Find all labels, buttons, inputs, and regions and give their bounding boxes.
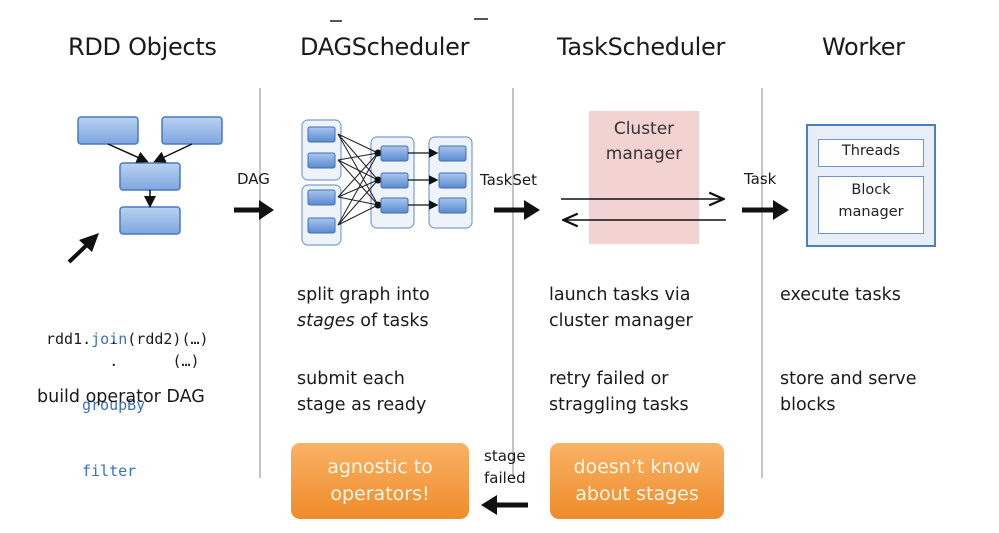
- stage-failed-line1: stage: [484, 447, 526, 465]
- stage-failed-line2: failed: [484, 469, 526, 487]
- badge-line: operators!: [330, 483, 430, 505]
- badge-line: doesn’t know: [573, 456, 701, 478]
- cluster-manager-label-line1: Cluster: [613, 119, 675, 139]
- dag-description-split: split graph into stages of tasks: [297, 282, 430, 334]
- code-text: rdd1.: [46, 330, 92, 348]
- column-title-worker: Worker: [822, 33, 905, 61]
- dag-description-submit: submit each stage as ready: [297, 366, 426, 418]
- badge-line: agnostic to: [327, 456, 433, 478]
- rdd-graph: [77, 116, 223, 235]
- cluster-manager-label-line2: manager: [605, 144, 683, 164]
- code-text: (…): [172, 352, 200, 370]
- task-desc-line: straggling tasks: [549, 395, 689, 415]
- pointer-arrow: [67, 233, 99, 264]
- dag-desc-line: split graph into: [297, 285, 430, 305]
- rdd-description: build operator DAG: [37, 387, 205, 407]
- dag-desc-line: stage as ready: [297, 395, 427, 415]
- doesnt-know-badge: doesn’t know about stages: [550, 443, 724, 519]
- code-text: (rdd2): [127, 330, 182, 348]
- code-line: rdd1.join(rdd2): [46, 328, 181, 350]
- column-title-rdd-objects: RDD Objects: [68, 33, 217, 61]
- task-node: [438, 172, 467, 189]
- top-mark: [330, 20, 342, 22]
- dag-desc-rest: of tasks: [354, 311, 429, 331]
- column-title-taskscheduler: TaskScheduler: [557, 33, 726, 61]
- column-title-dagscheduler: DAGScheduler: [300, 33, 470, 61]
- task-desc-line: launch tasks via: [549, 285, 691, 305]
- worker-description-store: store and serve blocks: [780, 366, 917, 418]
- task-desc-line: cluster manager: [549, 311, 693, 331]
- code-text: (…): [181, 330, 209, 348]
- task-node: [307, 217, 336, 234]
- top-mark: [474, 18, 488, 20]
- dag-arrow-label: DAG: [237, 170, 270, 188]
- task-node: [438, 197, 467, 214]
- threads-box: Threads: [818, 139, 924, 167]
- task-node: [438, 145, 467, 162]
- block-manager-box: Block manager: [818, 176, 924, 234]
- code-line-2-parts: .groupBy(…): [46, 306, 209, 372]
- code-line: groupBy: [46, 394, 181, 416]
- agnostic-badge: agnostic to operators!: [291, 443, 469, 519]
- code-text: .: [82, 352, 119, 370]
- worker-box: Threads Block manager: [806, 124, 936, 247]
- rdd-code-snippet: rdd1.join(rdd2) groupBy filter: [46, 284, 181, 526]
- threads-label: Threads: [841, 143, 901, 159]
- task-desc-line: retry failed or: [549, 369, 669, 389]
- stage-failed-arrow: [481, 495, 528, 515]
- dag-arrow: [234, 200, 274, 220]
- column-divider: [259, 88, 261, 478]
- dag-desc-line: submit each: [297, 369, 405, 389]
- column-divider: [761, 88, 763, 478]
- dag-desc-line: stages of tasks: [297, 308, 430, 334]
- badge-line: about stages: [575, 483, 699, 505]
- code-keyword: groupBy: [82, 396, 146, 414]
- task-node: [307, 152, 336, 169]
- worker-desc-line: blocks: [780, 395, 836, 415]
- code-line-3-parts: .filter(…): [46, 328, 200, 394]
- task-arrow-label: Task: [744, 170, 777, 188]
- block-manager-label-line2: manager: [838, 204, 904, 220]
- task-node: [307, 126, 336, 143]
- task-arrow: [742, 200, 789, 220]
- worker-description-execute: execute tasks: [780, 285, 901, 305]
- task-description-launch: launch tasks via cluster manager: [549, 282, 693, 334]
- stage-failed-label: stage failed: [484, 445, 526, 489]
- taskset-arrow: [494, 200, 540, 220]
- worker-desc-line: store and serve: [780, 369, 917, 389]
- stage-graph: [301, 119, 473, 246]
- block-manager-label-line1: Block: [851, 182, 891, 198]
- task-node: [307, 189, 336, 206]
- code-line: filter: [46, 460, 181, 482]
- code-keyword: join: [91, 330, 128, 348]
- taskset-arrow-label: TaskSet: [480, 171, 538, 189]
- code-keyword: filter: [82, 462, 137, 480]
- column-divider: [512, 88, 514, 478]
- code-text: .: [82, 330, 119, 348]
- task-description-retry: retry failed or straggling tasks: [549, 366, 689, 418]
- stages-italic: stages: [297, 311, 355, 331]
- cluster-manager-box: Cluster manager: [589, 111, 699, 244]
